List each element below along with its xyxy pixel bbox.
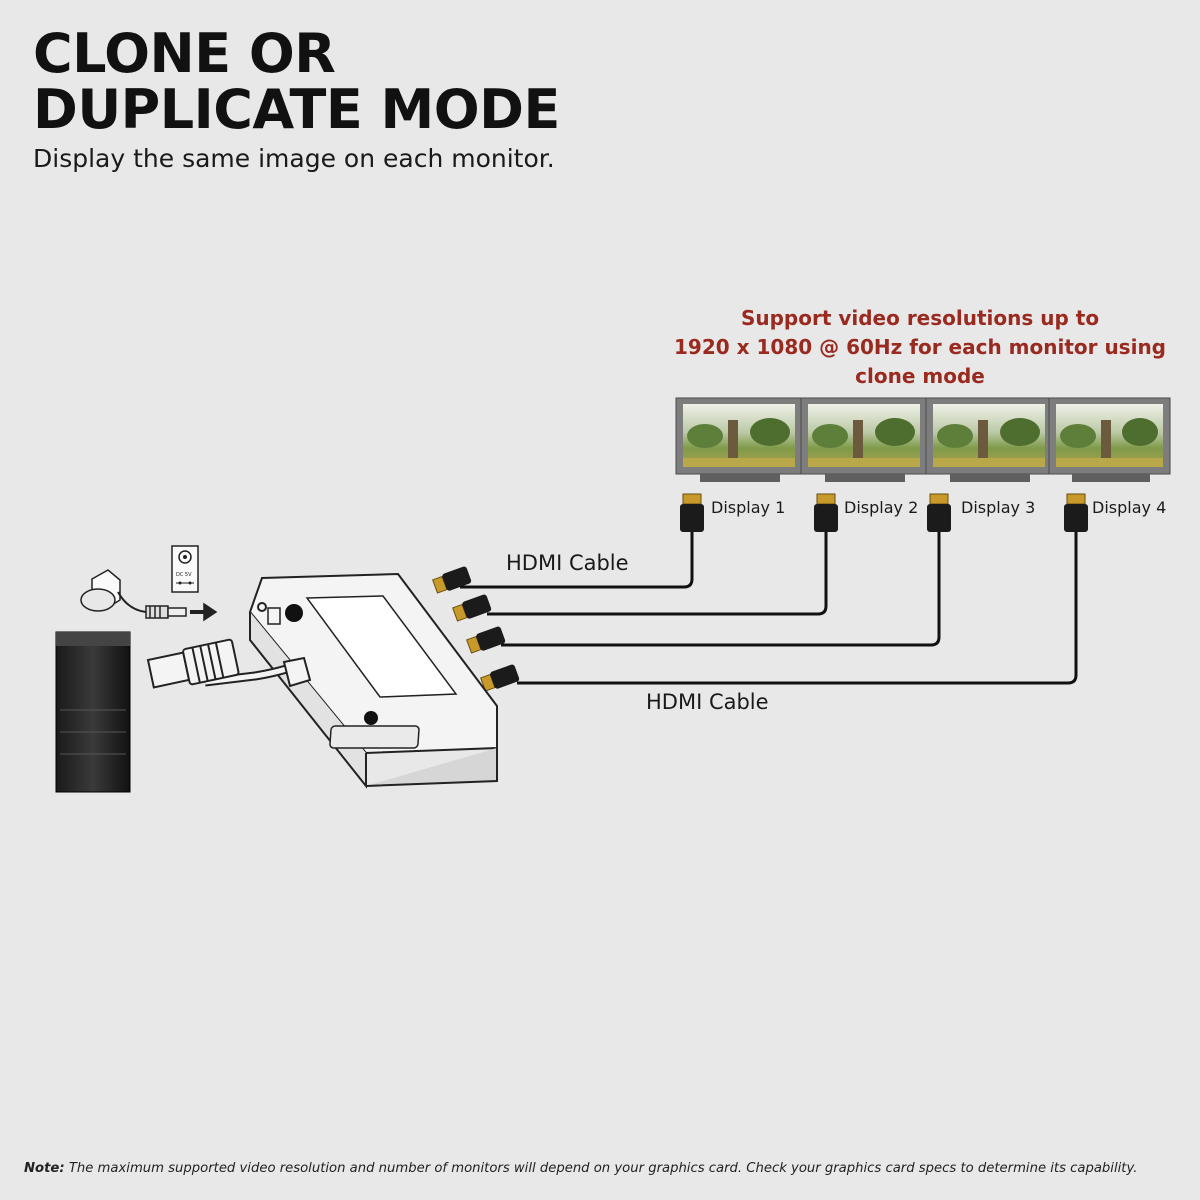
hdmi-cable-top-label: HDMI Cable [506,551,629,575]
monitor-1 [675,397,803,482]
hdmi-connector-adapter-4 [480,664,520,692]
hdmi-cable-3 [501,530,941,647]
hdmi-connector-display-1 [680,493,704,532]
hdmi-connector-display-2 [814,493,838,532]
footnote-text: The maximum supported video resolution a… [68,1161,1138,1176]
footnote: Note: The maximum supported video resolu… [24,1161,1184,1176]
title-line-1: CLONE OR [33,22,336,85]
computer-tower [55,631,131,793]
title-line-2: DUPLICATE MODE [33,78,560,141]
page-title: CLONE OR DUPLICATE MODE [33,26,560,138]
display-4-label: Display 4 [1092,498,1167,517]
dc-power-label: DC 5V [176,572,192,578]
hdmi-connector-adapter-1 [432,566,472,594]
display-3-label: Display 3 [961,498,1036,517]
hdmi-connector-display-3 [927,493,951,532]
hdmi-connector-adapter-3 [466,626,506,654]
display-2-label: Display 2 [844,498,919,517]
resolution-note-line-1: Support video resolutions up to [740,306,1100,330]
displayport-plug [146,638,240,689]
resolution-note: Support video resolutions up to 1920 x 1… [660,304,1180,391]
displayport-cable [146,638,312,689]
hdmi-cable-bottom-label: HDMI Cable [646,690,769,714]
resolution-note-line-2: 1920 x 1080 @ 60Hz for each monitor usin… [674,335,1166,359]
display-connectors [680,493,1088,532]
footnote-prefix: Note: [24,1161,65,1176]
hdmi-cable-2 [487,530,828,616]
display-1-label: Display 1 [711,498,786,517]
hdmi-connector-display-4 [1064,493,1088,532]
hdmi-cable-1 [460,530,694,589]
monitor-2 [800,397,928,482]
dc-power-jack-icon: DC 5V [171,545,199,593]
monitor-3 [925,397,1053,482]
monitor-4 [1048,397,1171,482]
hdmi-connector-adapter-2 [452,594,492,622]
resolution-note-line-3: clone mode [855,364,985,388]
hdmi-cable-lines [460,530,1078,685]
power-adapter [80,569,218,622]
page-subtitle: Display the same image on each monitor. [33,144,555,173]
hdmi-cable-4 [517,530,1078,685]
adapter-box [248,572,498,789]
adapter-connectors [432,566,520,692]
monitor-row [675,397,1171,482]
